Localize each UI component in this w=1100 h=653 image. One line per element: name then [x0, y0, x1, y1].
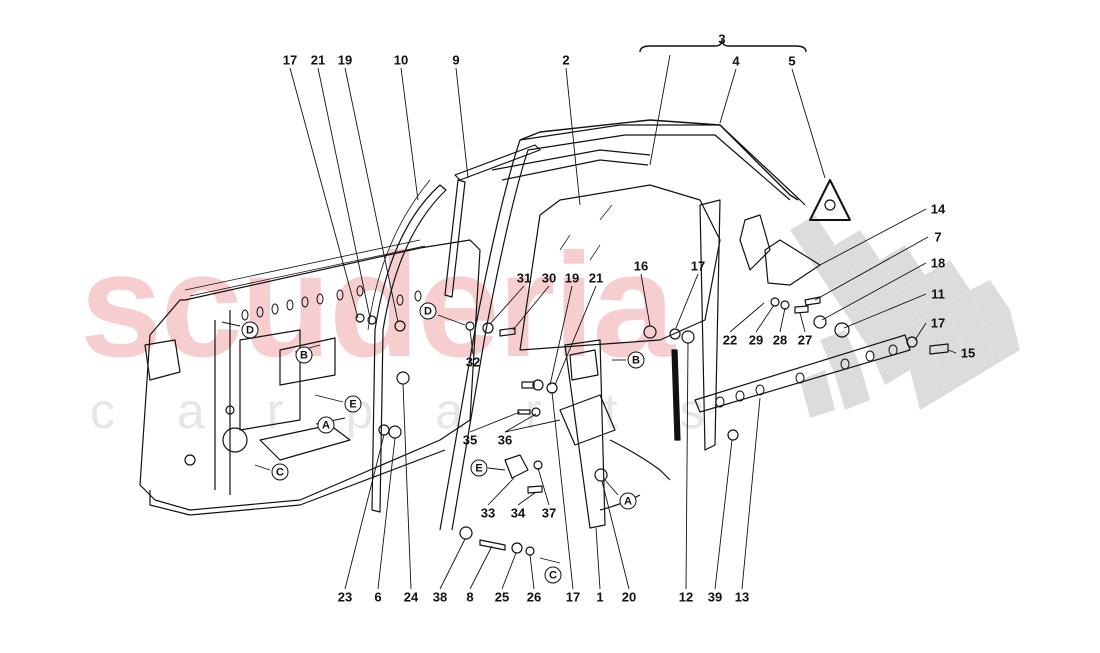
callout-3: 3: [718, 31, 726, 47]
callout-20: 20: [621, 589, 637, 605]
callout-7: 7: [934, 229, 942, 245]
seal-strip: [444, 179, 466, 298]
callout-22: 22: [722, 332, 738, 348]
callout-17: 17: [690, 258, 706, 274]
callout-17: 17: [565, 589, 581, 605]
reference-marker-b: B: [295, 346, 313, 364]
callout-35: 35: [462, 432, 478, 448]
callout-8: 8: [466, 589, 474, 605]
callout-25: 25: [494, 589, 510, 605]
callout-30: 30: [541, 270, 557, 286]
hinge-bracket: [764, 239, 821, 286]
callout-34: 34: [510, 505, 526, 521]
callout-27: 27: [797, 332, 813, 348]
callout-36: 36: [497, 432, 513, 448]
mounting-rail: [694, 334, 911, 413]
reference-marker-b: B: [627, 351, 645, 369]
reference-marker-e: E: [470, 459, 488, 477]
callout-39: 39: [707, 589, 723, 605]
checkered-flag-icon: [790, 215, 1020, 418]
callout-17: 17: [282, 52, 298, 68]
callout-13: 13: [734, 589, 750, 605]
callout-21: 21: [310, 52, 326, 68]
callout-18: 18: [930, 255, 946, 271]
reference-marker-a: A: [619, 492, 637, 510]
callout-4: 4: [732, 53, 740, 69]
callout-33: 33: [480, 505, 496, 521]
callout-24: 24: [403, 589, 419, 605]
rear-seal: [519, 119, 799, 201]
callout-21: 21: [588, 270, 604, 286]
callout-32: 32: [465, 354, 481, 370]
callout-11: 11: [931, 286, 945, 302]
mirror-triangle: [809, 179, 851, 221]
callout-17: 17: [930, 315, 946, 331]
reference-marker-d: D: [241, 321, 259, 339]
callout-28: 28: [772, 332, 788, 348]
guide-channel-left: [371, 184, 447, 513]
callout-26: 26: [526, 589, 542, 605]
callout-12: 12: [678, 589, 694, 605]
reference-marker-c: C: [271, 463, 289, 481]
callout-5: 5: [788, 53, 796, 69]
callout-37: 37: [541, 505, 557, 521]
callout-2: 2: [562, 52, 570, 68]
callout-16: 16: [633, 258, 649, 274]
window-glass: [519, 184, 721, 351]
callout-14: 14: [930, 201, 946, 217]
reference-marker-e: E: [344, 395, 362, 413]
callout-23: 23: [337, 589, 353, 605]
callout-9: 9: [452, 52, 460, 68]
reference-marker-d: D: [419, 302, 437, 320]
callout-31: 31: [516, 270, 532, 286]
callout-1: 1: [596, 589, 604, 605]
window-regulator: [564, 339, 606, 529]
window-frame: [439, 124, 806, 531]
callout-15: 15: [960, 345, 976, 361]
reference-marker-c: C: [544, 566, 562, 584]
callout-19: 19: [337, 52, 353, 68]
callout-6: 6: [374, 589, 382, 605]
reference-marker-a: A: [317, 416, 335, 434]
callout-29: 29: [748, 332, 764, 348]
callout-19: 19: [564, 270, 580, 286]
callout-38: 38: [432, 589, 448, 605]
callout-10: 10: [393, 52, 409, 68]
door-inner-panel: [139, 239, 481, 511]
